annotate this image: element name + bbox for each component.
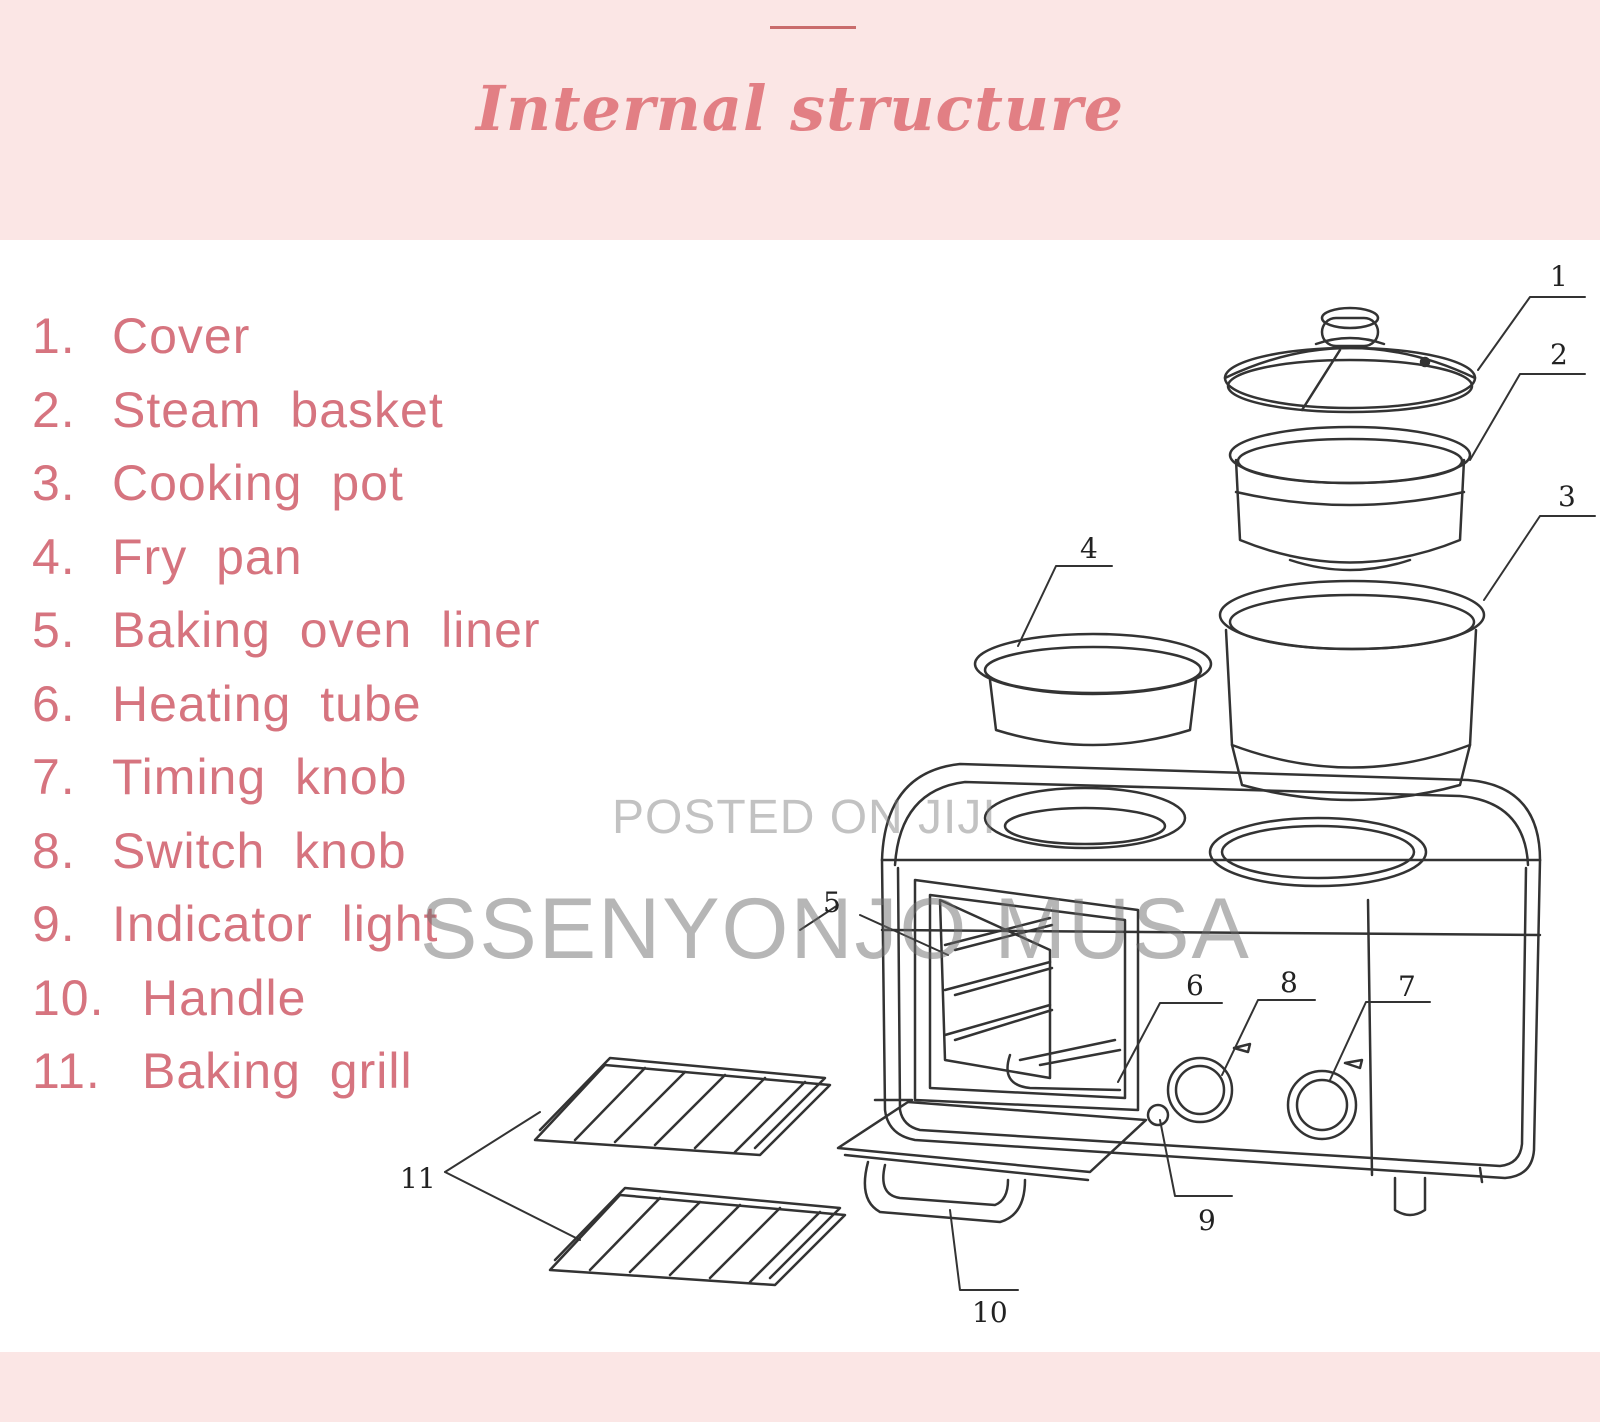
- oven-door-illustration: [836, 1098, 1148, 1182]
- part-item-2: 2.Steam basket: [32, 381, 444, 438]
- part-item-10: 10.Handle: [32, 969, 307, 1026]
- footer-band: [0, 1352, 1600, 1422]
- callout-7: 7: [1398, 970, 1416, 1003]
- part-item-9: 9.Indicator light: [32, 896, 439, 952]
- header-divider: [770, 26, 856, 29]
- part-item-8: 8.Switch knob: [32, 822, 407, 879]
- appliance-diagram: 1 2 3 4 5 6 7 8 9 10 11: [400, 260, 1596, 1329]
- callout-5: 5: [823, 886, 841, 919]
- watermark-posted: POSTED ON JIJI: [612, 791, 997, 844]
- knobs-illustration: [1146, 1042, 1364, 1141]
- oven-cavity-illustration: [913, 878, 1140, 1112]
- baking-grill-upper: [533, 1056, 832, 1157]
- part-item-5: 5.Baking oven liner: [32, 602, 541, 658]
- parts-list: 1.Cover 2.Steam basket 3.Cooking pot 4.F…: [32, 300, 541, 1109]
- callout-10: 10: [972, 1296, 1008, 1329]
- callout-1: 1: [1550, 260, 1568, 293]
- header-band: [0, 0, 1600, 240]
- part-item-3: 3.Cooking pot: [32, 455, 404, 511]
- callout-lines: [444, 296, 1596, 1291]
- part-item-6: 6.Heating tube: [32, 675, 422, 732]
- callout-8: 8: [1280, 966, 1298, 999]
- page-title: Internal structure: [475, 72, 1125, 145]
- oven-body-illustration: [880, 762, 1542, 1217]
- callout-11: 11: [400, 1162, 436, 1195]
- callout-9: 9: [1198, 1204, 1216, 1237]
- cover-illustration: [1223, 306, 1477, 414]
- part-item-1: 1.Cover: [32, 308, 251, 364]
- fry-pan-illustration: [973, 632, 1213, 747]
- callout-3: 3: [1558, 480, 1576, 513]
- baking-grill-lower: [548, 1186, 847, 1287]
- callout-2: 2: [1550, 338, 1568, 371]
- heating-tube-illustration: [1006, 1038, 1122, 1092]
- steam-basket-illustration: [1228, 425, 1472, 572]
- callout-numbers: 1 2 3 4 5 6 7 8 9 10 11: [400, 260, 1576, 1329]
- part-item-7: 7.Timing knob: [32, 749, 408, 805]
- callout-4: 4: [1080, 532, 1098, 565]
- watermark-seller: SSENYONJO MUSA: [420, 881, 1251, 977]
- part-item-11: 11.Baking grill: [32, 1043, 413, 1099]
- part-item-4: 4.Fry pan: [32, 528, 303, 585]
- cooking-pot-illustration: [1218, 579, 1486, 802]
- callout-6: 6: [1186, 969, 1204, 1002]
- handle-illustration: [863, 1160, 1027, 1224]
